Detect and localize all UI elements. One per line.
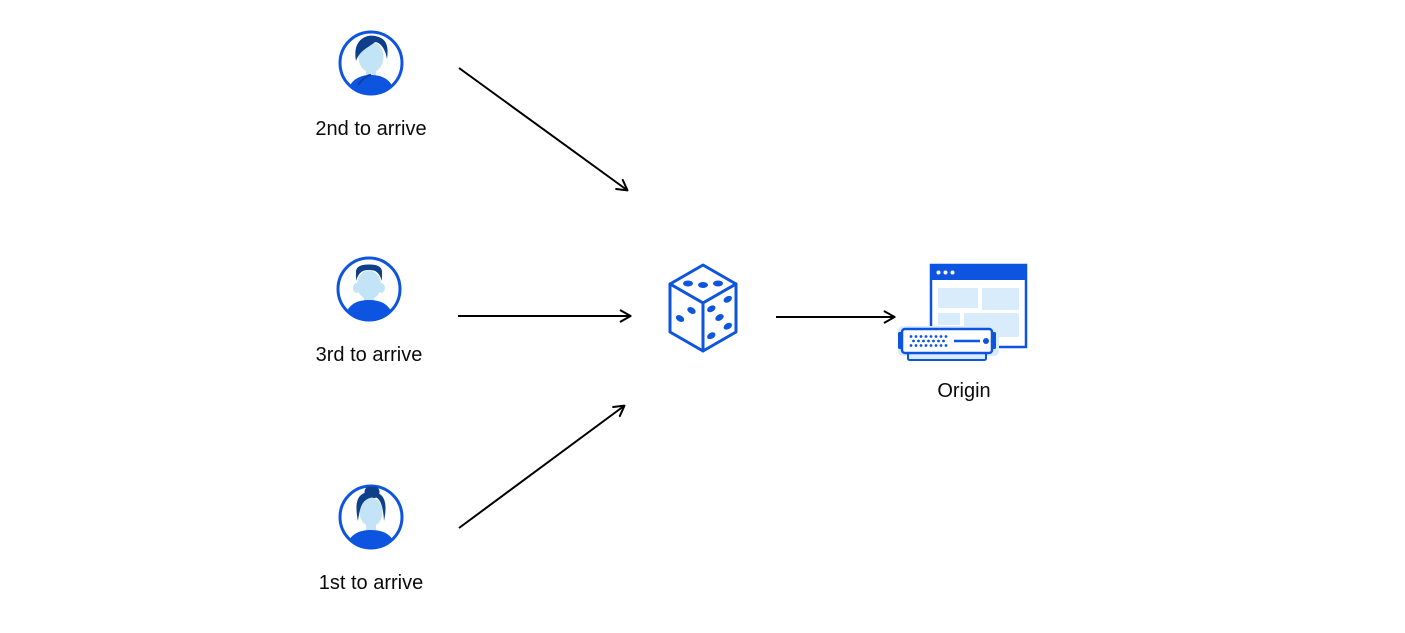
- avatar-man-swept-hair-icon: [338, 30, 404, 96]
- user-third-label: 3rd to arrive: [315, 344, 423, 366]
- dice-node: [665, 262, 741, 354]
- avatar-woman-bun-icon: [338, 484, 404, 550]
- arrow-user-second-to-dice: [458, 67, 629, 192]
- arrow-user-first-to-dice: [458, 404, 626, 529]
- origin-browser-server-icon: [898, 263, 1028, 361]
- user-node-third: 3rd to arrive: [299, 255, 439, 367]
- dice-icon: [668, 263, 738, 353]
- origin-node: Origin: [898, 262, 1030, 403]
- server-icon: [898, 326, 999, 361]
- user-second-label: 2nd to arrive: [315, 118, 427, 140]
- user-node-second: 2nd to arrive: [301, 29, 441, 141]
- origin-label: Origin: [937, 380, 991, 402]
- user-first-label: 1st to arrive: [318, 572, 424, 594]
- avatar-man-short-hair-icon: [336, 256, 402, 322]
- user-node-first: 1st to arrive: [301, 483, 441, 595]
